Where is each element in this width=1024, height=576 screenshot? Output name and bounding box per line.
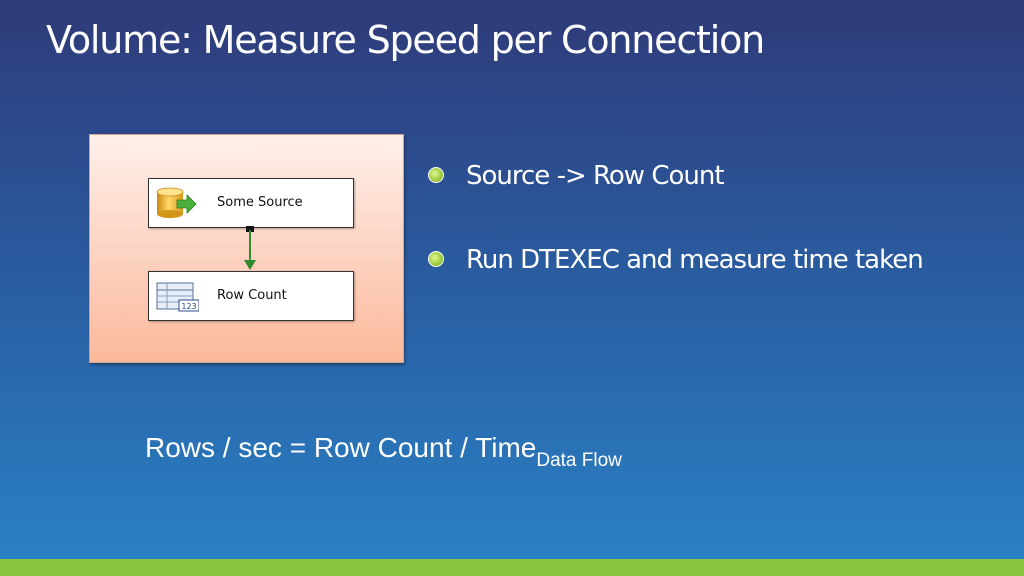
footer-accent-bar (0, 559, 1024, 576)
bullet-text: Run DTEXEC and measure time taken (466, 245, 924, 275)
data-flow-diagram: Some Source 123 Row Count (89, 134, 404, 363)
throughput-formula: Rows / sec = Row Count / TimeData Flow (145, 432, 622, 472)
bullet-list: Source -> Row Count Run DTEXEC and measu… (426, 156, 924, 280)
row-count-icon-text: 123 (181, 302, 196, 311)
database-source-icon (156, 187, 197, 218)
row-count-task-box: 123 Row Count (148, 271, 354, 321)
precedence-connector (244, 226, 256, 270)
bullet-item: Run DTEXEC and measure time taken (426, 240, 924, 280)
formula-main: Rows / sec = Row Count / Time (145, 432, 537, 463)
bullet-dot-icon (428, 251, 444, 267)
bullet-text: Source -> Row Count (466, 161, 725, 191)
source-task-box: Some Source (148, 178, 354, 228)
slide-title: Volume: Measure Speed per Connection (46, 18, 765, 62)
formula-subscript: Data Flow (536, 450, 622, 471)
bullet-dot-icon (428, 167, 444, 183)
source-task-label: Some Source (217, 195, 303, 210)
bullet-item: Source -> Row Count (426, 156, 923, 196)
row-count-icon: 123 (156, 282, 199, 312)
row-count-task-label: Row Count (217, 288, 287, 303)
